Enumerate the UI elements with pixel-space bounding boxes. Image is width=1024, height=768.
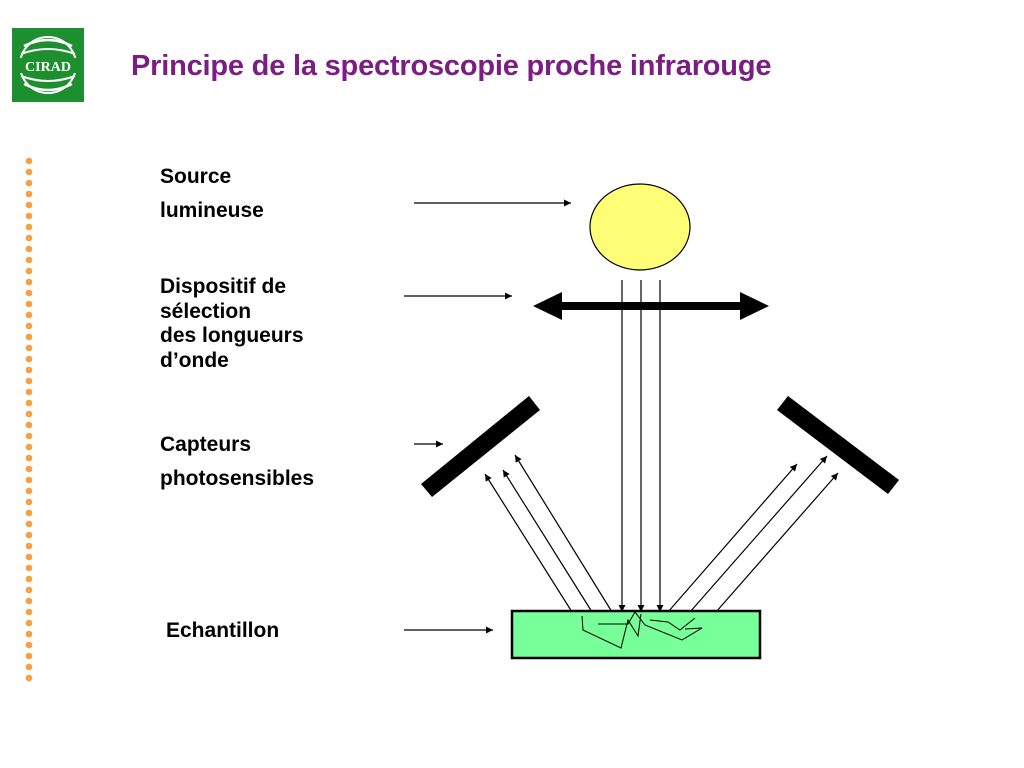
decorative-dot [25,223,33,231]
reflected-ray-left-3 [514,454,613,613]
page-title: Principe de la spectroscopie proche infr… [131,50,772,82]
decorative-dot [25,454,33,462]
decorative-dot [25,212,33,220]
decorative-dot [25,234,33,242]
decorative-dot [25,663,33,671]
decorative-dot [25,289,33,297]
decorative-dot [25,509,33,517]
decorative-dot [25,674,33,682]
decorative-dot [25,322,33,330]
decorative-dot [25,399,33,407]
reflected-ray-right-1 [667,463,798,613]
decorative-dot [25,388,33,396]
decorative-dot [25,267,33,275]
reflected-ray-left-1 [484,473,573,613]
decorative-dot [25,520,33,528]
label-source-lumineuse: Source lumineuse [160,165,264,222]
decorative-dot [25,201,33,209]
decorative-dot [25,179,33,187]
decorative-dot [25,564,33,572]
decorative-dot [25,586,33,594]
light-source-circle [589,183,691,271]
decorative-dot [25,421,33,429]
decorative-dot-column [25,157,33,682]
sample-box [510,609,762,660]
decorative-dot [25,344,33,352]
wavelength-selector [533,292,769,320]
left-detector [421,396,540,497]
decorative-dot [25,443,33,451]
decorative-dot [25,245,33,253]
right-detector [777,396,899,494]
decorative-dot [25,256,33,264]
decorative-dot [25,157,33,165]
decorative-dot [25,575,33,583]
decorative-dot [25,465,33,473]
cirad-logo: CIRAD [12,28,84,102]
decorative-dot [25,432,33,440]
decorative-dot [25,553,33,561]
scatter-path-right [649,617,696,631]
svg-text:CIRAD: CIRAD [25,60,71,75]
decorative-dot [25,278,33,286]
label-capteurs-photosensibles: Capteurs photosensibles [160,433,315,490]
decorative-dot [25,410,33,418]
decorative-dot [25,498,33,506]
decorative-dot [25,300,33,308]
label-dispositif-selection: Dispositif de sélection des longueurs d’… [160,275,304,372]
decorative-dot [25,333,33,341]
decorative-dot [25,542,33,550]
decorative-dot [25,377,33,385]
decorative-dot [25,597,33,605]
reflected-ray-left-2 [502,469,593,613]
decorative-dot [25,476,33,484]
decorative-dot [25,641,33,649]
label-echantillon: Echantillon [166,619,280,642]
decorative-dot [25,355,33,363]
decorative-dot [25,311,33,319]
reflected-ray-right-2 [689,455,828,613]
decorative-dot [25,630,33,638]
decorative-dot [25,366,33,374]
decorative-dot [25,619,33,627]
decorative-dot [25,652,33,660]
decorative-dot [25,487,33,495]
scatter-path-left [581,613,642,649]
decorative-dot [25,531,33,539]
scatter-path-middle [598,611,703,641]
reflected-ray-right-3 [715,472,839,613]
decorative-dot [25,168,33,176]
decorative-dot [25,190,33,198]
decorative-dot [25,608,33,616]
